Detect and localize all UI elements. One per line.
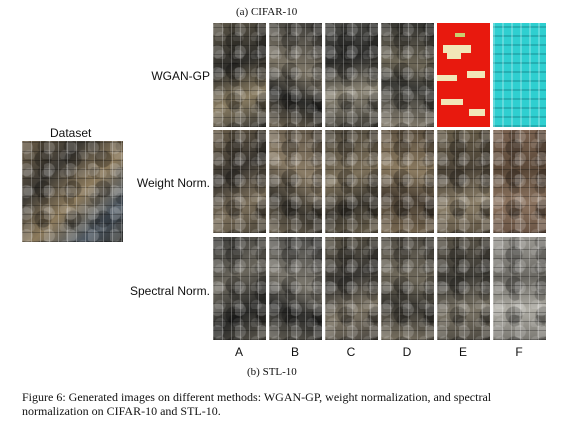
grid-spectral-norm-d	[381, 237, 434, 340]
dataset-label: Dataset	[50, 126, 92, 140]
grid-spectral-norm-a	[213, 237, 266, 340]
column-label-b: B	[290, 345, 299, 359]
grid-wgan-gp-c	[325, 23, 378, 127]
column-label-e: E	[458, 345, 467, 359]
row-label-wgan-gp: WGAN-GP	[151, 69, 210, 83]
subcaption-stl10: (b) STL-10	[247, 366, 297, 378]
grid-spectral-norm-f	[493, 237, 546, 340]
grid-weight-norm-d	[381, 130, 434, 233]
column-label-d: D	[402, 345, 412, 359]
column-label-c: C	[346, 345, 356, 359]
grid-weight-norm-a	[213, 130, 266, 233]
column-label-a: A	[234, 345, 243, 359]
column-label-f: F	[515, 345, 523, 359]
grid-weight-norm-c	[325, 130, 378, 233]
grid-wgan-gp-f	[493, 23, 546, 127]
grid-wgan-gp-b	[269, 23, 322, 127]
subcaption-cifar10: (a) CIFAR-10	[236, 6, 298, 18]
grid-weight-norm-b	[269, 130, 322, 233]
grid-weight-norm-e	[437, 130, 490, 233]
grid-wgan-gp-d	[381, 23, 434, 127]
grid-weight-norm-f	[493, 130, 546, 233]
grid-spectral-norm-e	[437, 237, 490, 340]
grid-wgan-gp-e	[437, 23, 490, 127]
grid-spectral-norm-c	[325, 237, 378, 340]
row-label-spectral-norm: Spectral Norm.	[129, 284, 210, 298]
grid-spectral-norm-b	[269, 237, 322, 340]
grid-wgan-gp-a	[213, 23, 266, 127]
row-label-weight-norm: Weight Norm.	[136, 176, 210, 190]
dataset-image	[22, 141, 123, 242]
figure-caption: Figure 6: Generated images on different …	[22, 390, 492, 418]
